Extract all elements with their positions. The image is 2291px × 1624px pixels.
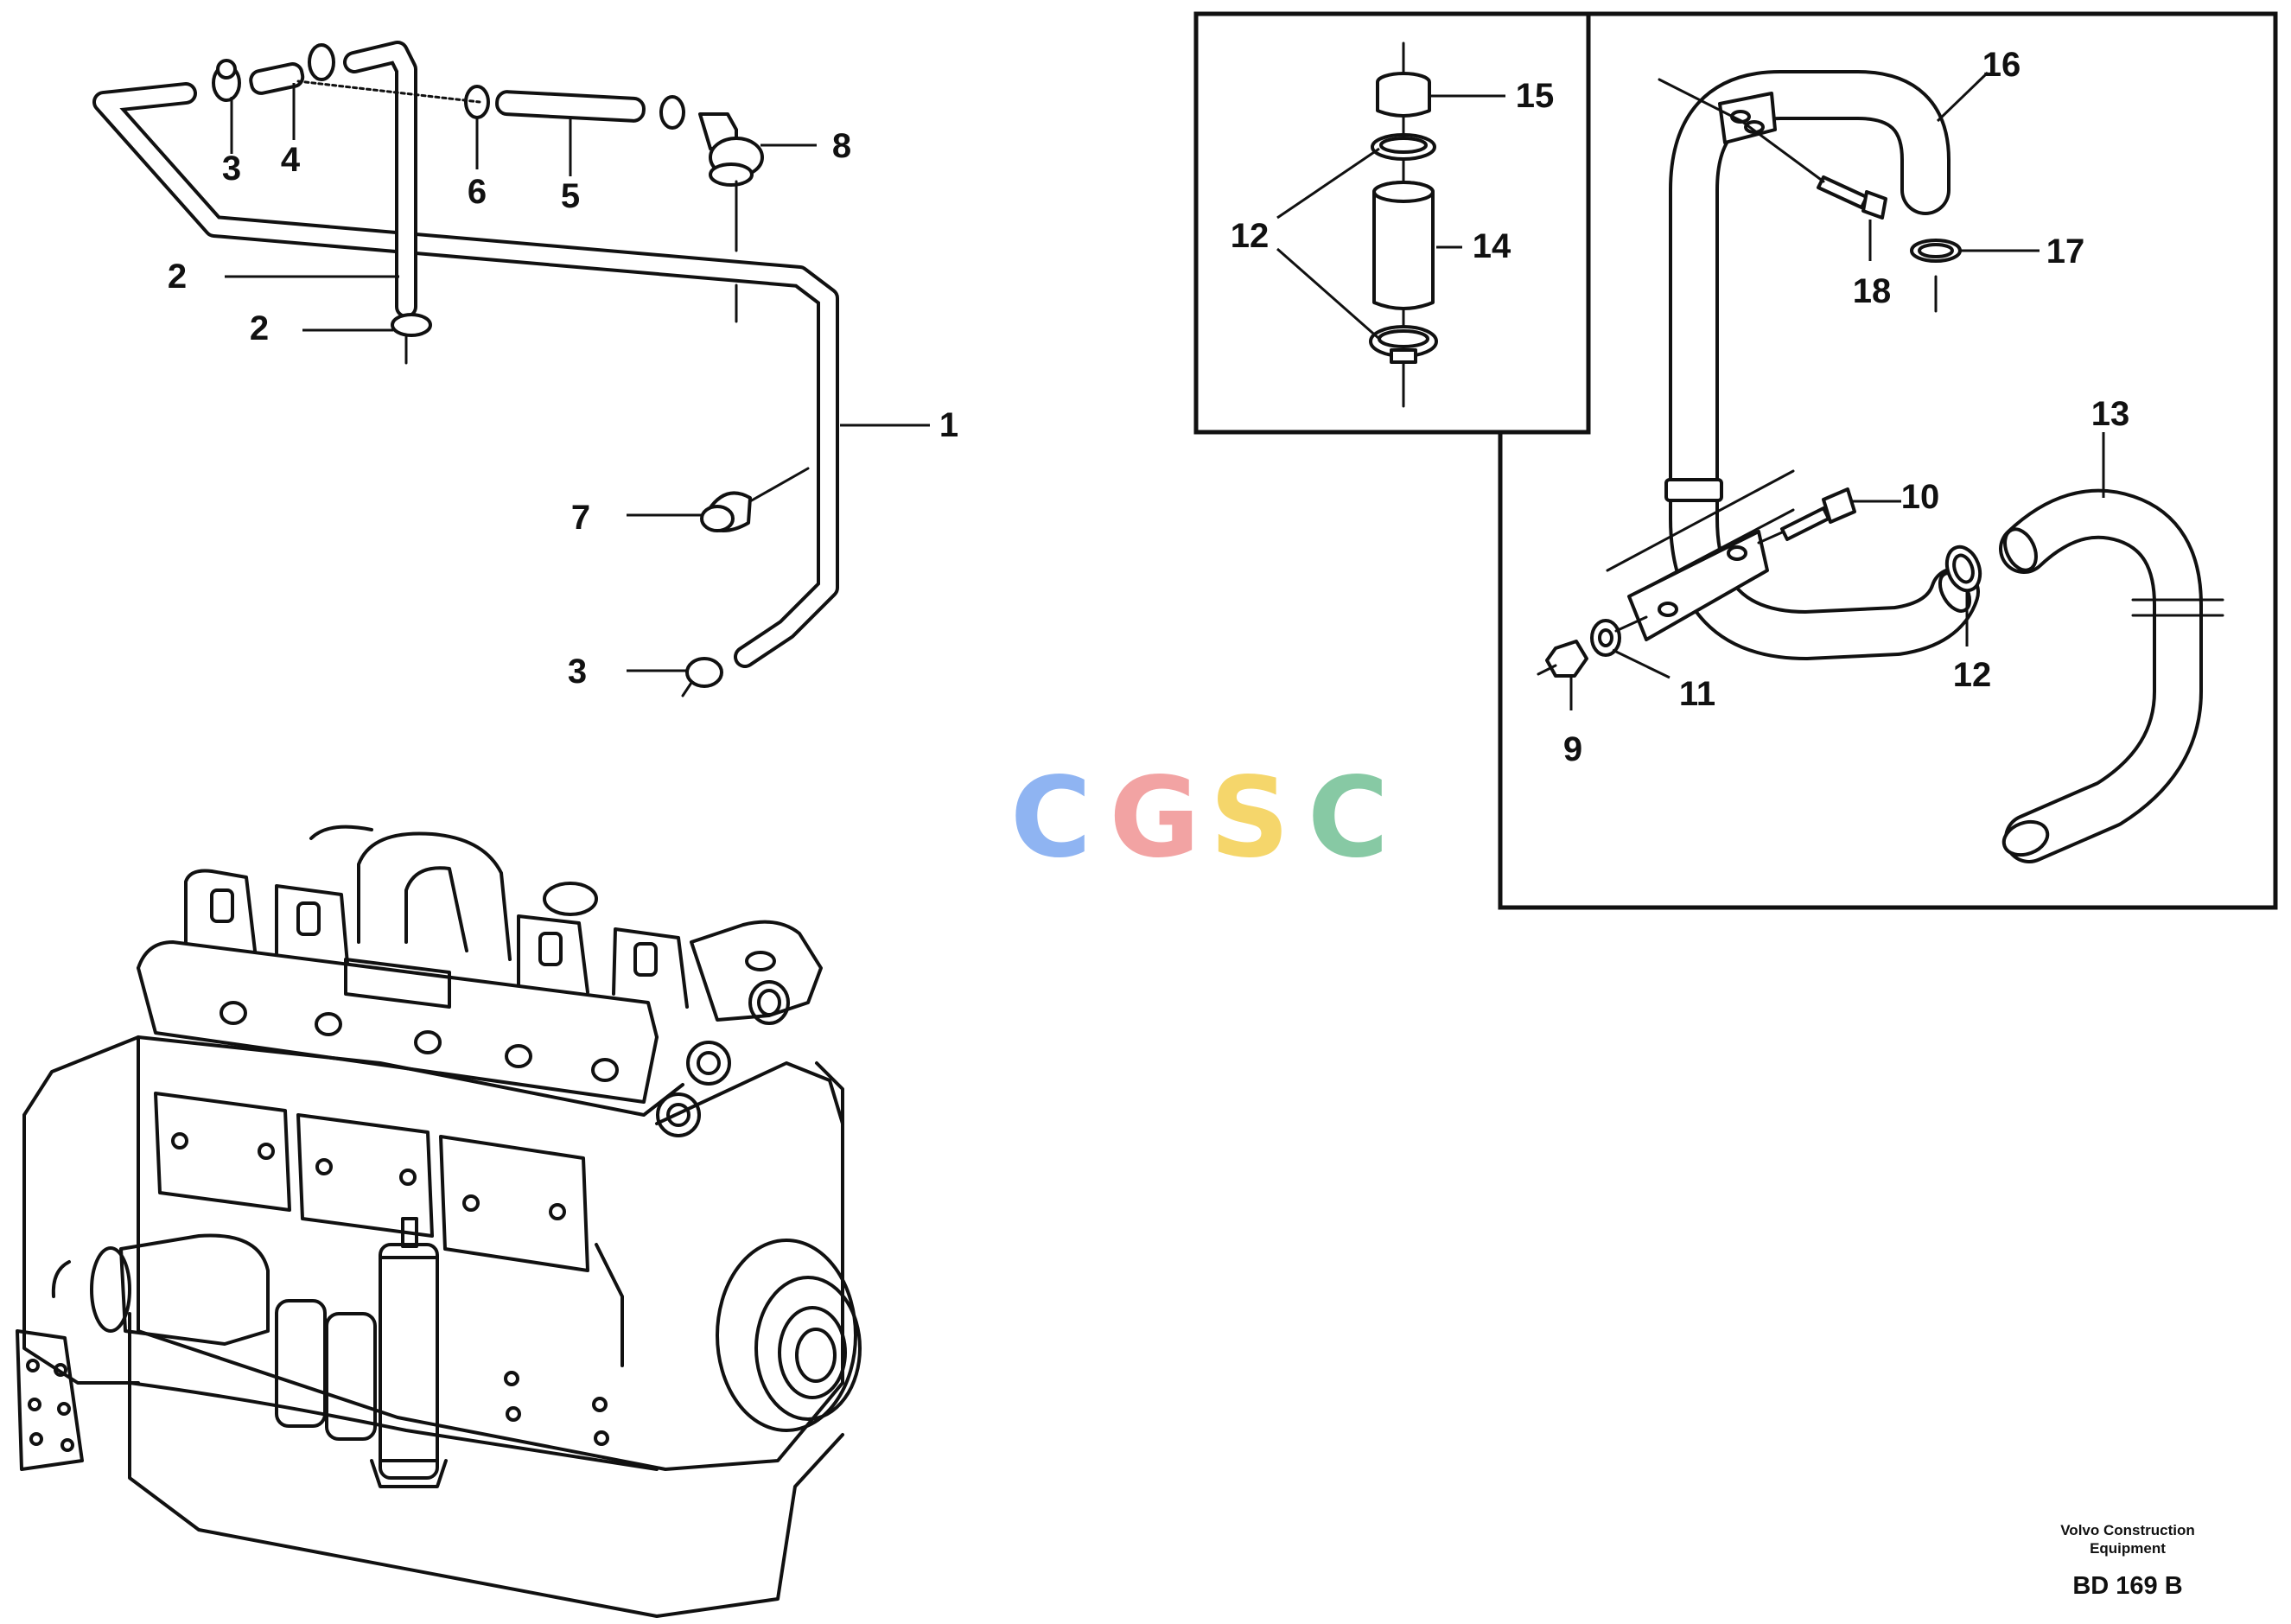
callout-7: 7 (571, 499, 590, 537)
inset-sleeve-detail (1276, 41, 1505, 408)
brand-line-1: Volvo Construction (2060, 1522, 2195, 1538)
drawing-code: BD 169 B (2072, 1572, 2182, 1600)
callout-13: 13 (2091, 395, 2130, 433)
callout-9: 9 (1563, 730, 1582, 768)
watermark-letter-3: S (1210, 754, 1289, 882)
watermark-letter-1: C (1010, 754, 1091, 882)
callout-18: 18 (1853, 272, 1892, 310)
callout-3-top: 3 (222, 150, 241, 188)
callout-1: 1 (939, 406, 958, 444)
callout-16: 16 (1982, 46, 2021, 84)
watermark-letter-2: G (1109, 754, 1200, 882)
callout-10: 10 (1901, 478, 1940, 516)
callout-4: 4 (281, 141, 301, 179)
cgsc-watermark: C G S C (1010, 754, 1389, 882)
callout-12-inset: 12 (1231, 217, 1270, 255)
callout-2-upper: 2 (168, 258, 187, 296)
callout-11: 11 (1679, 675, 1715, 713)
callout-12-main: 12 (1953, 656, 1992, 694)
callout-17: 17 (2046, 232, 2085, 271)
callout-15: 15 (1516, 77, 1555, 115)
callout-2-lower: 2 (250, 309, 269, 347)
callout-3-bottom: 3 (568, 653, 587, 691)
callout-6: 6 (468, 173, 487, 211)
brand-line-2: Equipment (2090, 1540, 2166, 1557)
detail-frame (1193, 11, 2278, 910)
breather-hose-assembly (92, 41, 930, 697)
callout-5: 5 (561, 177, 580, 215)
engine-overview-drawing (16, 825, 862, 1618)
callout-14: 14 (1473, 227, 1511, 265)
watermark-letter-4: C (1308, 754, 1389, 882)
coolant-tube-assembly (1537, 70, 2224, 863)
callout-8: 8 (832, 127, 851, 165)
